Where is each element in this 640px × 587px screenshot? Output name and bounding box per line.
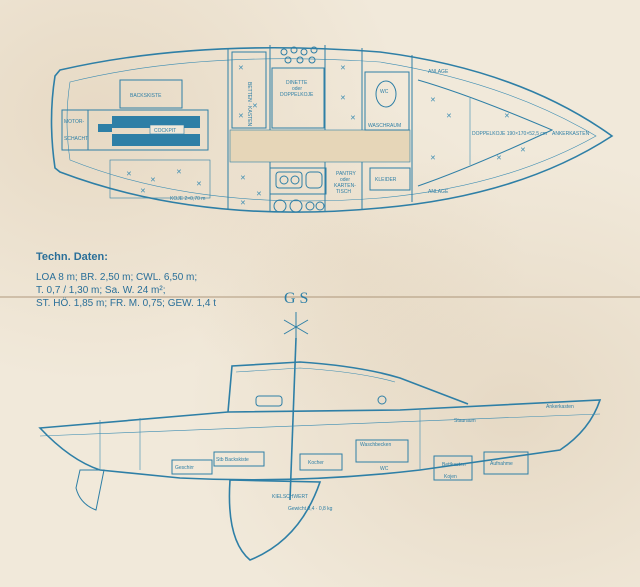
- cabin-sole: [229, 129, 411, 163]
- motor-label: MOTOR-: [64, 119, 85, 125]
- svg-text:✕: ✕: [520, 147, 526, 154]
- backskiste-label: BACKSKISTE: [130, 93, 162, 99]
- wc-label: WC: [380, 89, 389, 95]
- porthole: [377, 395, 387, 405]
- sink: [305, 171, 323, 189]
- wc-bowl: [375, 80, 397, 108]
- kleider-locker: [369, 167, 411, 191]
- svg-text:✕: ✕: [446, 113, 452, 120]
- svg-text:✕: ✕: [126, 171, 132, 178]
- anlage-bottom-label: ANLAGE: [428, 189, 449, 195]
- svg-text:✕: ✕: [256, 191, 262, 198]
- betten-kasten: [231, 51, 267, 129]
- kocher-label: Kocher: [308, 460, 324, 466]
- paper-fold-line: [0, 296, 640, 298]
- stove: [275, 171, 303, 189]
- svg-text:✕: ✕: [496, 155, 502, 162]
- svg-text:✕: ✕: [340, 65, 346, 72]
- pantry-label-2: oder: [340, 177, 350, 183]
- mast: [289, 337, 297, 501]
- cockpit-area: [87, 109, 209, 151]
- aufnahme-label: Aufnahme: [490, 461, 513, 467]
- ankerkasten-label: ANKERKASTEN: [552, 131, 590, 137]
- tech-line-2: T. 0,7 / 1,30 m; Sa. W. 24 m²;: [36, 285, 166, 296]
- svg-text:✕: ✕: [238, 65, 244, 72]
- tech-data-block: Techn. Daten: LOA 8 m; BR. 2,50 m; CWL. …: [36, 251, 216, 311]
- svg-text:✕: ✕: [238, 113, 244, 120]
- doppelkoje-label: DOPPELKOJE 190×170×52,5 cm: [472, 131, 547, 137]
- svg-text:✕: ✕: [176, 169, 182, 176]
- cockpit-label: COCKPIT: [154, 128, 176, 134]
- gewicht-label: Gewicht 0,4 · 0,8 kg: [288, 506, 333, 512]
- tech-line-3: ST. HÖ. 1,85 m; FR. M. 0,75; GEW. 1,4 t: [36, 298, 217, 309]
- hull-outline-plan: [50, 46, 614, 213]
- cockpit-bench-bottom: [112, 134, 200, 146]
- stb-backskiste-label: Stb Backskiste: [216, 457, 249, 463]
- kleider-label: KLEIDER: [375, 177, 397, 183]
- svg-text:✕: ✕: [340, 95, 346, 102]
- v-berth: [417, 79, 554, 187]
- geschirr-label: Geschirr: [175, 465, 194, 471]
- svg-text:✕: ✕: [430, 97, 436, 104]
- koje-area: [109, 159, 211, 199]
- svg-text:✕: ✕: [252, 103, 258, 110]
- wc-profile-label: WC: [380, 466, 389, 472]
- hull-inner-outline: [66, 58, 597, 202]
- pantry-label-3: KARTEN-: [334, 183, 356, 189]
- svg-text:✕: ✕: [350, 115, 356, 122]
- motor-schacht: [61, 109, 89, 151]
- hull-outline-profile: [38, 399, 602, 481]
- kiel-label: KIELSCHWERT: [272, 494, 308, 500]
- cabin-window: [255, 395, 283, 407]
- svg-text:✕: ✕: [240, 175, 246, 182]
- tech-title: Techn. Daten:: [36, 251, 108, 263]
- cabin-top: [227, 361, 469, 413]
- rudder: [75, 469, 105, 511]
- svg-text:✕: ✕: [430, 155, 436, 162]
- gs-logo-text: G S: [284, 290, 308, 307]
- deck-plan: MOTOR- SCHACHT BACKSKISTE COCKPIT KOJE 2…: [50, 45, 614, 213]
- svg-text:✕: ✕: [150, 177, 156, 184]
- pantry-counter: [269, 167, 327, 195]
- tech-line-1: LOA 8 m; BR. 2,50 m; CWL. 6,50 m;: [36, 272, 198, 283]
- pantry-label-1: PANTRY: [336, 171, 356, 177]
- svg-text:✕: ✕: [140, 188, 146, 195]
- svg-text:✕: ✕: [240, 200, 246, 207]
- betten-kasten-label: BETTEN · KASTEN: [246, 82, 252, 127]
- cockpit-tag: [149, 124, 185, 135]
- waschbecken-label: Waschbecken: [360, 442, 391, 448]
- svg-text:✕: ✕: [504, 113, 510, 120]
- waschraum: [364, 71, 410, 131]
- stauraum-label: Stauraum: [454, 418, 476, 424]
- gs-logo-mark: [283, 312, 309, 338]
- ankerkasten-profile-label: Ankerkasten: [546, 404, 574, 410]
- bettkasten-label: Bettkasten: [442, 462, 466, 468]
- koje-label: KOJE 2×0,70 m: [170, 196, 205, 202]
- dinette-label-3: DOPPELKOJE: [280, 92, 314, 98]
- dinette-label: DINETTE: [286, 80, 308, 86]
- kojen-label: Kojen: [444, 474, 457, 480]
- keel: [228, 479, 322, 561]
- svg-text:✕: ✕: [196, 181, 202, 188]
- backskiste-box: [119, 79, 183, 109]
- schacht-label: SCHACHT: [64, 136, 88, 142]
- dinette-label-2: oder: [292, 86, 302, 92]
- anlage-top-label: ANLAGE: [428, 69, 449, 75]
- dinette-table: [271, 67, 325, 129]
- cockpit-tiller: [98, 124, 112, 132]
- waschraum-label: WASCHRAUM: [368, 123, 401, 129]
- pantry-label-4: TISCH: [336, 189, 351, 195]
